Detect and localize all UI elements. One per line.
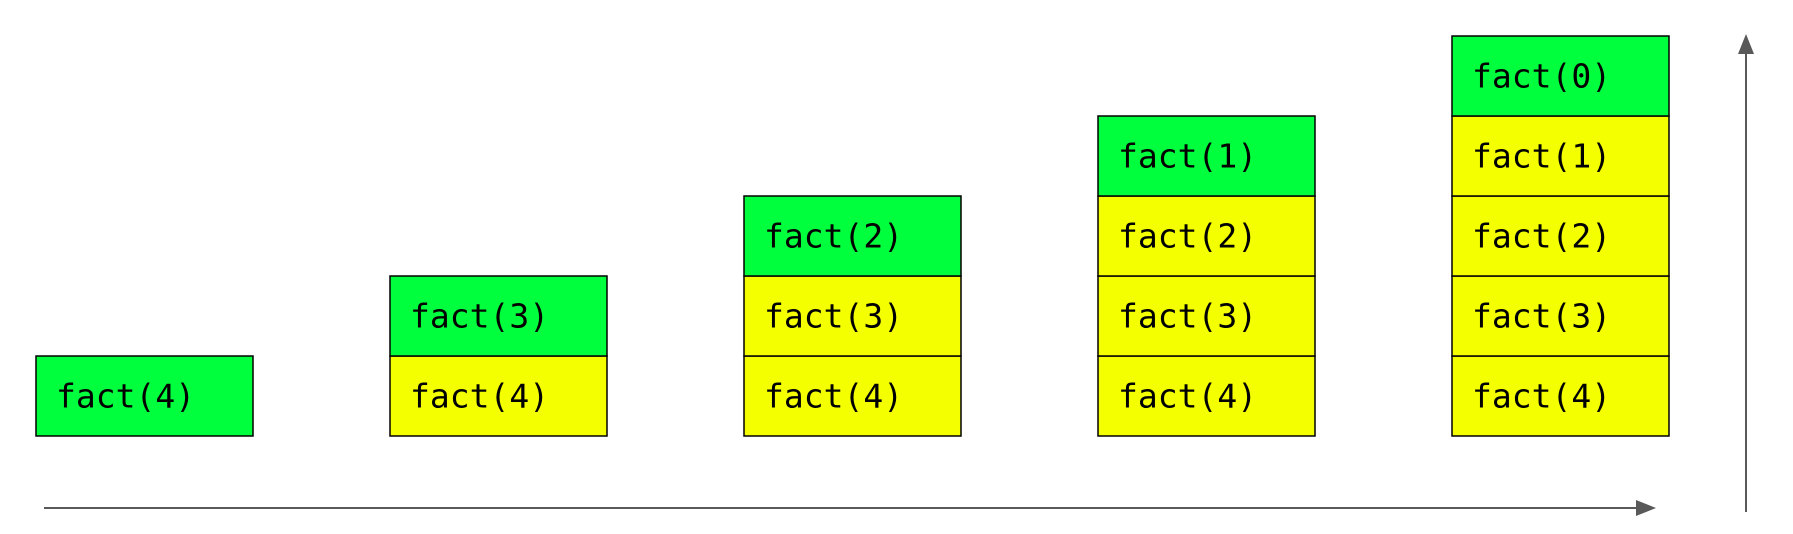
active-frame-box <box>1451 35 1670 117</box>
stack-frame-label: fact(2) <box>1472 217 1611 256</box>
stack-frame-label: fact(3) <box>1118 297 1257 336</box>
stack-frame-box <box>389 355 608 437</box>
stack-frame-label: fact(4) <box>1118 377 1257 416</box>
stack-3: fact(4) fact(3) fact(2) <box>743 195 962 437</box>
active-frame-box <box>35 355 254 437</box>
active-frame-box <box>1097 115 1316 197</box>
stacks-layer: fact(4)fact(4)fact(3)fact(4)fact(3)fact(… <box>35 35 1670 437</box>
active-frame-box <box>389 275 608 357</box>
stack-frame-box <box>1451 275 1670 357</box>
stack-frame-label: fact(1) <box>1118 137 1257 176</box>
arrows-layer <box>44 34 1754 516</box>
stack-2: fact(4) fact(3) <box>389 275 608 437</box>
stack-frame-label: fact(4) <box>410 377 549 416</box>
stack-frame-box <box>1097 275 1316 357</box>
stack-frame-label: fact(3) <box>1472 297 1611 336</box>
time-arrow-head <box>1636 500 1656 516</box>
time-arrow <box>44 500 1656 516</box>
stack-frame-label: fact(0) <box>1472 57 1611 96</box>
stack-frame-label: fact(3) <box>410 297 549 336</box>
stack-frame-label: fact(2) <box>764 217 903 256</box>
stack-1: fact(4) <box>35 355 254 437</box>
stack-frame-box <box>1451 195 1670 277</box>
stack-frame-box <box>1451 355 1670 437</box>
stack-frame-box <box>743 275 962 357</box>
stack-frame-box <box>1097 195 1316 277</box>
stack-frame-label: fact(4) <box>1472 377 1611 416</box>
stack-5: fact(4) fact(3) fact(2) fact(1) fact(0) <box>1451 35 1670 437</box>
active-frame-box <box>743 195 962 277</box>
stack-frame-label: fact(1) <box>1472 137 1611 176</box>
stack-frame-label: fact(4) <box>764 377 903 416</box>
stack-frame-box <box>1097 355 1316 437</box>
stack-growth-arrow <box>1738 34 1754 512</box>
stack-frame-box <box>743 355 962 437</box>
stack-4: fact(4) fact(3) fact(2) fact(1) <box>1097 115 1316 437</box>
stack-frame-label: fact(2) <box>1118 217 1257 256</box>
stack-frame-label: fact(4) <box>56 377 195 416</box>
stack-frame-label: fact(3) <box>764 297 903 336</box>
stack-growth-arrow-head <box>1738 34 1754 54</box>
